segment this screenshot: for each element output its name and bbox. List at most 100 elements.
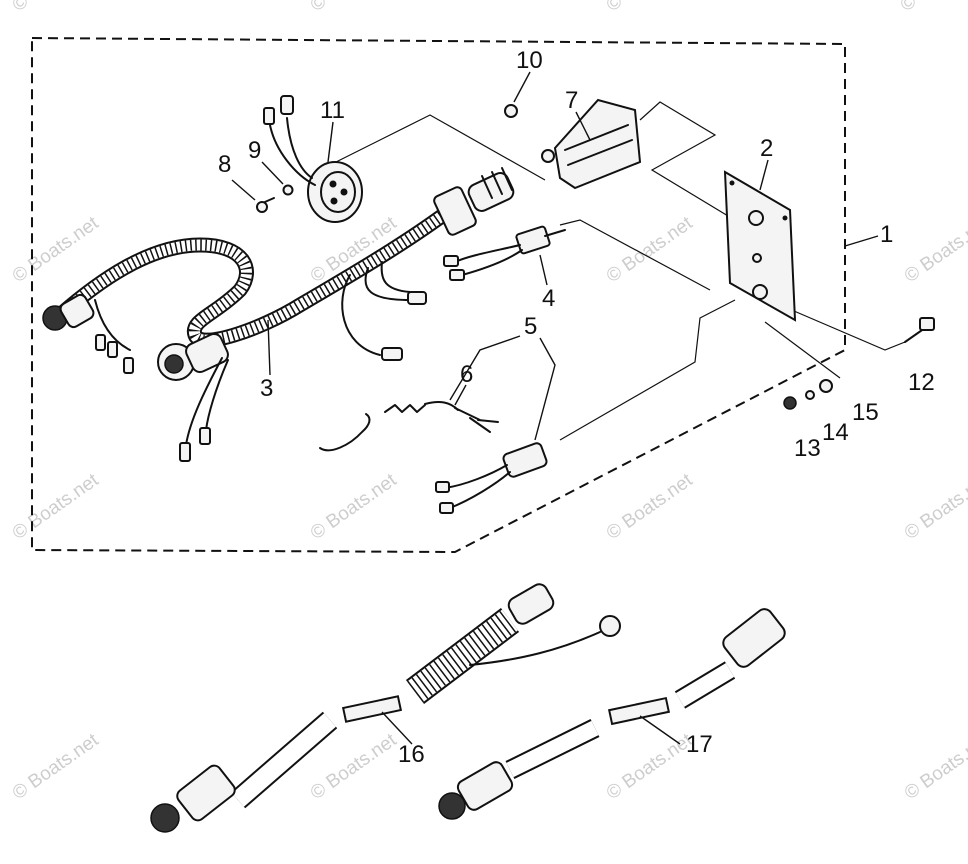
callout-4: 4 — [542, 285, 555, 312]
callout-17: 17 — [686, 731, 713, 758]
terminal-left-1 — [95, 334, 106, 351]
toggle-terminal-1 — [443, 255, 459, 267]
assembly-boundary — [31, 36, 846, 554]
watermark-8: © Boats.net — [901, 469, 968, 544]
switch-body — [307, 161, 363, 223]
cable17-plug-face — [438, 792, 466, 820]
extension-cable-17 — [438, 608, 786, 820]
plate-hole-bottom — [752, 284, 768, 300]
callout-10: 10 — [516, 47, 543, 74]
lanyard-clip — [319, 401, 499, 452]
terminal-mid-1 — [381, 347, 403, 361]
watermark-5: © Boats.net — [9, 469, 103, 544]
harness16-plug-top — [507, 583, 555, 625]
harness16-break-mark — [341, 695, 403, 723]
terminal-down-1 — [179, 442, 191, 462]
plate-hole-mid — [752, 253, 762, 263]
leader-5b — [534, 337, 556, 441]
harness16-branch — [469, 631, 601, 666]
cable17-upper — [675, 663, 735, 707]
harness-convolute — [56, 205, 454, 346]
terminal-down-2 — [199, 427, 211, 445]
leader-1 — [844, 235, 879, 247]
leader-lines — [231, 71, 879, 745]
leader-11 — [327, 121, 334, 163]
plate-body — [723, 170, 797, 322]
switch-pin-2 — [340, 188, 348, 196]
harness-socket-body — [185, 333, 229, 373]
cable17-break-mark — [607, 696, 671, 726]
bracket — [541, 98, 642, 190]
nut-10 — [504, 104, 518, 118]
nut-13 — [783, 396, 797, 410]
bolt-12 — [904, 317, 935, 343]
harness-wire-down-1 — [185, 357, 223, 446]
toggle-lever — [544, 229, 566, 237]
leader-2 — [759, 159, 769, 191]
callout-16: 16 — [398, 741, 425, 768]
toggle-switch — [443, 225, 566, 281]
watermarks: © Boats.net © Boats.net © Boats.net © Bo… — [9, 0, 968, 804]
watermark-7: © Boats.net — [603, 469, 697, 544]
watermark-16: © Boats.net — [897, 0, 968, 16]
ref-line-plate-bottom — [559, 299, 736, 441]
terminal-left-2 — [107, 341, 118, 358]
switch-connector-b — [263, 107, 275, 125]
leader-3 — [267, 319, 271, 376]
harness-plug-right-ribs — [481, 167, 513, 199]
bracket-body — [553, 98, 642, 190]
clip-fork — [454, 407, 499, 433]
callout-9: 9 — [248, 137, 261, 164]
callout-1: 1 — [880, 221, 893, 248]
callout-5: 5 — [524, 313, 537, 340]
watermark-11: © Boats.net — [603, 729, 697, 804]
callout-14: 14 — [822, 419, 849, 446]
leader-17 — [639, 715, 681, 745]
ref-line-12 — [779, 304, 906, 351]
watermark-4: © Boats.net — [901, 212, 968, 287]
callout-12: 12 — [908, 369, 935, 396]
washer-14 — [805, 390, 815, 400]
harness-branch-left — [94, 299, 131, 351]
harness16-sleeve-texture — [407, 609, 518, 703]
watermark-9: © Boats.net — [9, 729, 103, 804]
harness-socket-face — [164, 354, 184, 374]
switch-wire-b — [269, 124, 316, 186]
harness16-socket-small — [599, 615, 621, 637]
switch-pin-1 — [329, 180, 337, 188]
plate-hole-top — [748, 210, 764, 226]
clip-cord — [424, 401, 459, 411]
callout-13: 13 — [794, 435, 821, 462]
terminal-left-3 — [123, 357, 134, 374]
harness-wire-mid-1 — [341, 274, 381, 356]
clip-spring — [384, 404, 426, 413]
switch-wire-a — [286, 117, 313, 179]
stop-switch-body — [502, 442, 548, 478]
harness16-cable-lower — [232, 713, 336, 807]
leader-10 — [513, 71, 531, 103]
switch-face — [320, 171, 356, 213]
harness16-plug-bottom — [176, 764, 236, 822]
switch-pin-3 — [330, 197, 338, 205]
callout-6: 6 — [460, 361, 473, 388]
grommet-15 — [819, 379, 833, 393]
washer-9 — [282, 184, 294, 196]
clip-hook — [319, 413, 371, 452]
callout-11: 11 — [320, 97, 345, 124]
watermark-13: © Boats.net — [9, 0, 103, 16]
stop-switch-wire-2 — [449, 471, 511, 509]
watermark-12: © Boats.net — [901, 729, 968, 804]
harness-wire-mid-3 — [380, 261, 411, 293]
callouts: 1 2 3 4 5 6 7 8 9 10 11 12 13 14 15 16 1… — [218, 47, 935, 768]
toggle-terminal-2 — [449, 269, 465, 281]
leader-5a — [449, 335, 521, 401]
stop-switch-wire-1 — [444, 464, 508, 489]
ref-line-7-plate — [639, 101, 739, 223]
bracket-rib — [564, 124, 633, 166]
terminal-mid-2 — [407, 291, 427, 305]
wiring-harness — [42, 167, 515, 462]
assembly-reference-lines — [329, 101, 906, 441]
callout-8: 8 — [218, 151, 231, 178]
callout-2: 2 — [760, 135, 773, 162]
main-switch — [263, 95, 363, 223]
